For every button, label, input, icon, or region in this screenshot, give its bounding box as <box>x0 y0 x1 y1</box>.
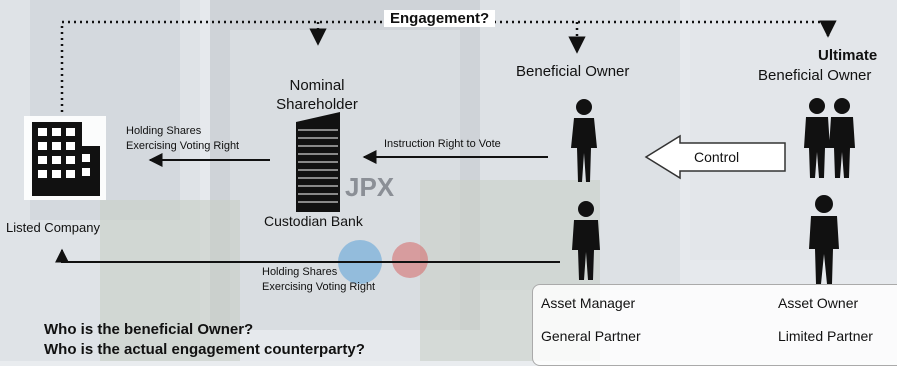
limited-partner-label: Limited Partner <box>778 328 873 344</box>
businessman-icon <box>572 201 600 280</box>
nominal-shareholder-label: Nominal Shareholder <box>276 77 358 113</box>
holding-shares-top-label: Holding Shares <box>126 125 202 137</box>
engagement-label: Engagement? <box>384 10 496 27</box>
businessmen-pair-icon <box>804 98 855 178</box>
arrow-holding-bottom <box>55 248 560 263</box>
exercising-voting-bottom-label: Exercising Voting Right <box>262 281 376 293</box>
general-partner-label: General Partner <box>541 328 641 344</box>
engagement-dotted-line <box>60 20 828 112</box>
jpx-logo-text: JPX <box>345 172 395 202</box>
question-beneficial-owner: Who is the beneficial Owner? <box>44 321 254 338</box>
jpx-logo: JPX <box>345 172 395 202</box>
ultimate-label: Ultimate <box>818 47 878 64</box>
listed-company-label: Listed Company <box>6 220 100 235</box>
holding-shares-bottom-label: Holding Shares <box>262 266 338 278</box>
exercising-voting-top-label: Exercising Voting Right <box>126 140 240 152</box>
beneficial-owner-label: Beneficial Owner <box>516 63 630 80</box>
office-building-icon <box>24 116 106 200</box>
instruction-label: Instruction Right to Vote <box>384 138 501 150</box>
skyscraper-icon <box>296 112 340 212</box>
roles-panel <box>532 284 897 366</box>
asset-owner-man-icon <box>809 195 839 284</box>
ultimate-beneficial-owner-label: Beneficial Owner <box>758 67 872 84</box>
asset-manager-label: Asset Manager <box>541 295 636 311</box>
asset-owner-label: Asset Owner <box>778 295 859 311</box>
businesswoman-icon <box>571 99 597 182</box>
question-engagement-counterparty: Who is the actual engagement counterpart… <box>44 341 365 358</box>
custodian-bank-label: Custodian Bank <box>264 213 363 229</box>
control-label: Control <box>694 149 740 165</box>
control-arrow-shape <box>644 134 786 180</box>
